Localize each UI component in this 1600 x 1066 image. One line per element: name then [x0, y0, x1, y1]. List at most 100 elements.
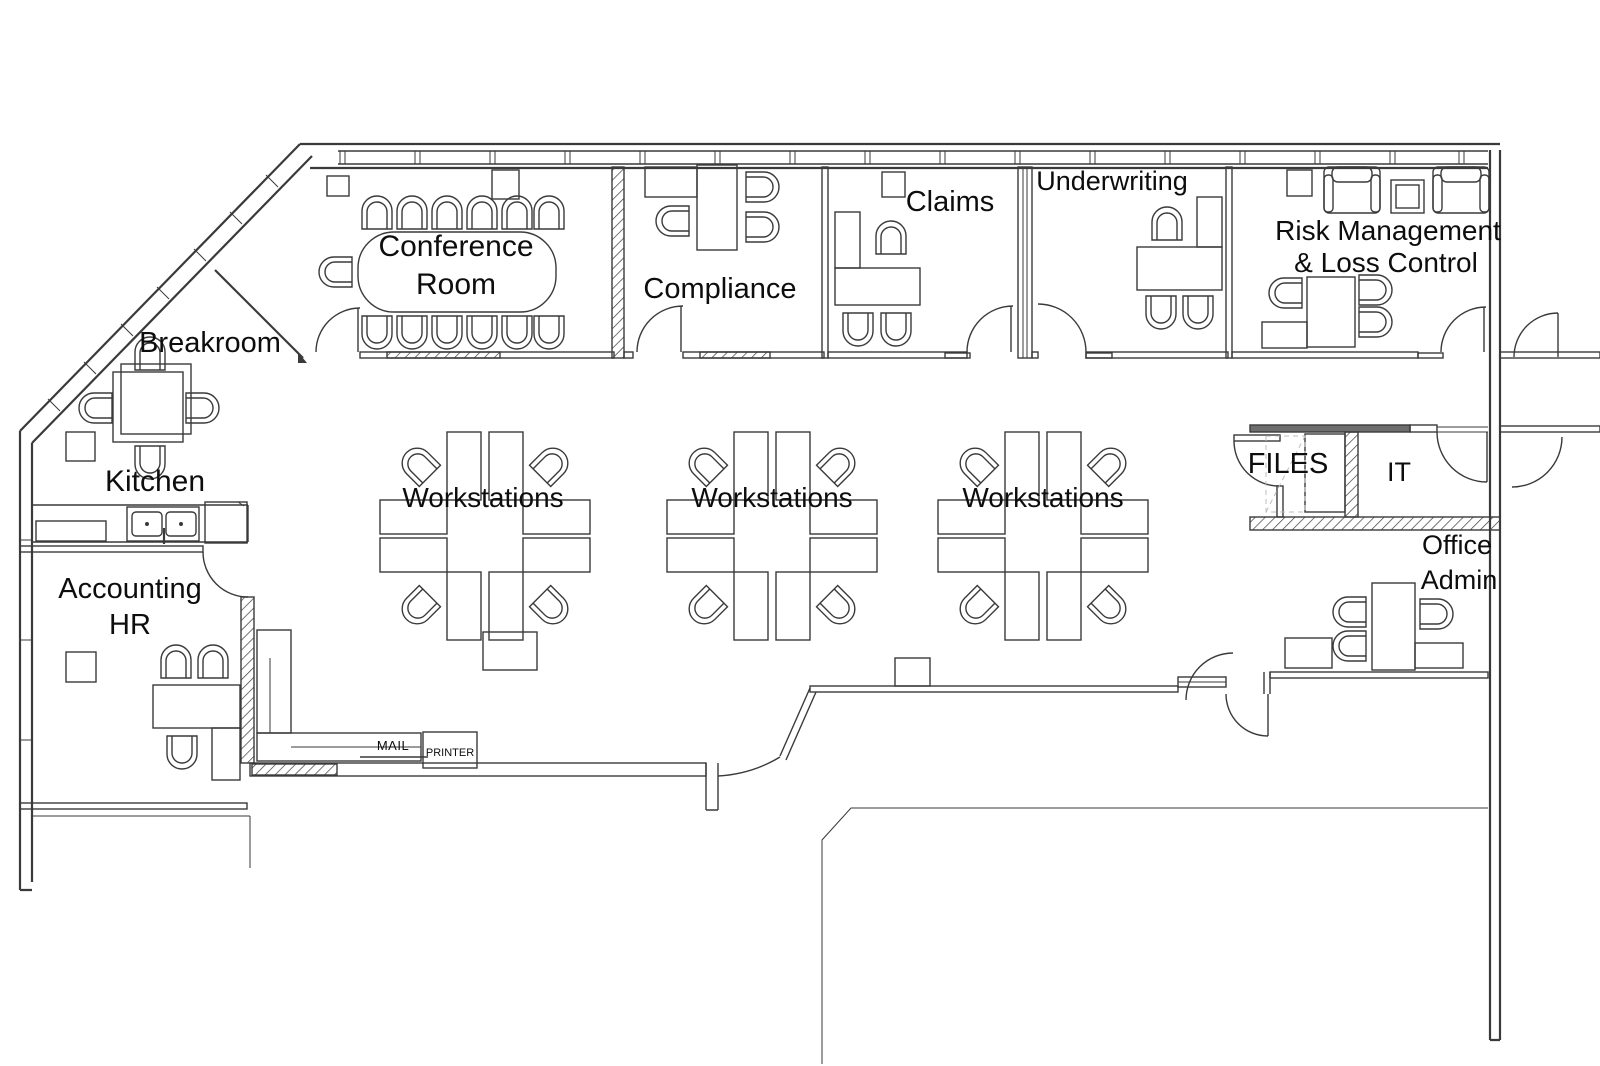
guest-chair [842, 312, 874, 347]
underwriting-door [1037, 303, 1087, 353]
accounting-south-wall [19, 802, 248, 810]
accounting-desk-return [211, 727, 241, 781]
mail-counter-vertical [256, 629, 292, 734]
window-mullions [339, 151, 1465, 164]
it-door-threshold [1409, 424, 1438, 433]
workstations-label-2: Workstations [691, 482, 852, 513]
claims-label: Claims [906, 186, 995, 218]
workstation-cluster-2 [667, 432, 877, 640]
office-chair [655, 205, 690, 237]
conference-chair [431, 315, 463, 350]
breakroom-table-top [120, 363, 192, 435]
wall-jog [1263, 672, 1271, 694]
files-shelving-dashed [1265, 435, 1306, 513]
side-table [1390, 179, 1425, 214]
files-label: FILES [1248, 448, 1329, 480]
conference-chair [466, 315, 498, 350]
sink-basin-left [131, 511, 163, 537]
risk-south-wall [1231, 351, 1419, 359]
kitchen-counter-shelf [35, 520, 107, 542]
printer-label: PRINTER [426, 747, 474, 759]
guest-chair [1145, 295, 1177, 330]
office-admin-label-line1: Office [1422, 530, 1492, 560]
accounting-east-wall [240, 596, 255, 764]
claims-room: Claims [834, 171, 995, 347]
breakroom: Breakroom [65, 269, 307, 480]
underwriting-south-stub [1031, 351, 1039, 359]
admin-desk [1371, 582, 1416, 671]
sink-drain-left [145, 522, 149, 526]
office-admin-area: Office Admin [1284, 530, 1498, 671]
file-cabinet [881, 171, 906, 198]
breakroom-table [112, 371, 184, 443]
claims-desk [834, 267, 921, 306]
south-wall-jamb [705, 763, 719, 811]
files-it-south-wall [1249, 516, 1501, 531]
wall-conference-compliance [611, 166, 625, 359]
armchair [1323, 166, 1381, 214]
lower-left-wall-lines [32, 815, 251, 868]
accounting-door [202, 551, 249, 598]
diagonal-window-wall [19, 143, 313, 444]
conference-chair [431, 195, 463, 230]
wall-claims-underwriting [1017, 166, 1033, 359]
south-door-arc [717, 756, 781, 777]
wall-compliance-claims [821, 166, 829, 359]
wall-cabinet [491, 169, 520, 200]
it-north-wall [1437, 426, 1488, 433]
office-admin-label-line2: Admin [1421, 565, 1498, 595]
files-door-arc [1233, 440, 1281, 487]
right-suite-door-upper [1513, 312, 1559, 358]
wall-cabinet [326, 175, 350, 197]
office-chair [1151, 206, 1183, 241]
underwriting-desk [1136, 246, 1223, 291]
right-corridor-wall [1488, 150, 1502, 1042]
workstation-cabinet [482, 631, 538, 671]
breakroom-chair [78, 392, 113, 424]
underwriting-door-threshold [1085, 352, 1113, 359]
conference-room: Conference Room [318, 169, 565, 350]
guest-chair [160, 644, 192, 679]
trash-bin [1286, 169, 1313, 197]
diagonal-window-mullions [47, 174, 279, 412]
trash-bin [65, 431, 96, 462]
claims-door [966, 305, 1014, 353]
wall-underwriting-risk [1225, 166, 1233, 359]
compliance-room: Compliance [643, 164, 797, 305]
conference-chair [361, 315, 393, 350]
risk-desk-return [1261, 321, 1308, 349]
admin-south-wall [1269, 671, 1489, 679]
sink-basin-right [165, 511, 197, 537]
conference-chair [361, 195, 393, 230]
risk-management-room: Risk Management & Loss Control [1261, 166, 1501, 349]
conference-chair [396, 195, 428, 230]
conference-chair [533, 315, 565, 350]
conference-table [357, 231, 557, 313]
files-north-wall [1249, 424, 1411, 433]
office-row-walls [315, 166, 1487, 359]
entry-wall-endcap [298, 352, 307, 363]
conference-chair [501, 195, 533, 230]
accounting-desk [152, 684, 241, 729]
conference-door [315, 307, 361, 353]
workstations-area: Workstations Workstations Workstations [380, 432, 1148, 671]
lower-door [1225, 693, 1269, 737]
conference-chair [466, 195, 498, 230]
breakroom-label: Breakroom [139, 327, 281, 359]
guest-chair [1182, 295, 1214, 330]
guest-chair [880, 312, 912, 347]
sink-drain-right [179, 522, 183, 526]
underwriting-room: Underwriting [1036, 166, 1223, 330]
risk-label-line1: Risk Management [1275, 215, 1501, 246]
it-label: IT [1387, 457, 1411, 487]
side-cabinet [1284, 637, 1333, 669]
lower-suite-outline [821, 807, 1488, 1064]
trash-bin [65, 651, 97, 683]
wall-files-it [1344, 431, 1359, 518]
files-it-block: FILES IT [1233, 424, 1501, 531]
risk-desk [1306, 276, 1356, 348]
workstation-cluster-3 [938, 432, 1148, 640]
workstations-label-3: Workstations [962, 482, 1123, 513]
office-chair [166, 735, 198, 770]
kitchen: Kitchen [32, 465, 249, 544]
